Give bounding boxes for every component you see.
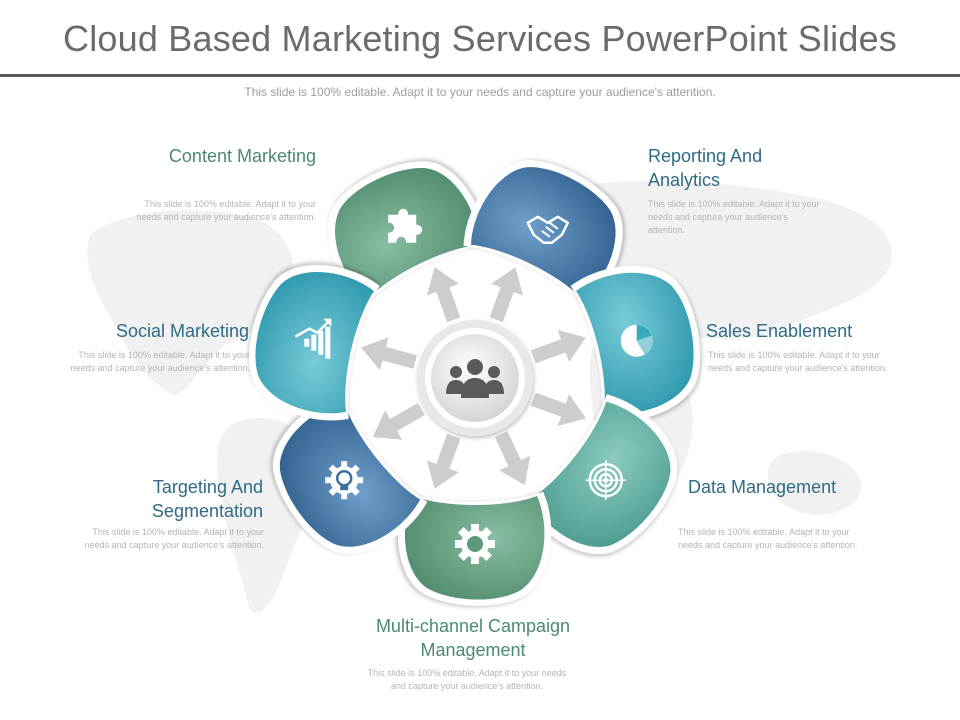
desc-sales-enablement: This slide is 100% editable. Adapt it to… (708, 350, 888, 373)
arrow (361, 337, 417, 371)
desc-multichannel-campaign: This slide is 100% editable. Adapt it to… (367, 668, 567, 691)
desc-data-management: This slide is 100% editable. Adapt it to… (678, 527, 858, 550)
arrow-group (361, 267, 586, 489)
puzzle-icon (388, 208, 423, 243)
label-multichannel-campaign: Multi-channel Campaign Management (375, 616, 571, 660)
arrow (372, 402, 425, 440)
label-data-management: Data Management (688, 477, 837, 497)
label-social-marketing: Social Marketing (115, 321, 249, 341)
label-content-marketing: Content Marketing (168, 146, 316, 166)
title-divider (0, 74, 960, 77)
label-targeting-segmentation: Targeting And Segmentation (151, 477, 263, 521)
people-group-icon (446, 359, 504, 398)
pie-chart-icon (620, 324, 653, 357)
arrow (494, 431, 531, 485)
bar-chart-growth-icon (294, 318, 332, 359)
center-hub (417, 320, 533, 436)
arrow (530, 329, 586, 364)
lightbulb-gear-icon (325, 461, 364, 500)
desc-targeting-segmentation: This slide is 100% editable. Adapt it to… (84, 527, 264, 550)
desc-content-marketing: This slide is 100% editable. Adapt it to… (136, 199, 316, 222)
desc-reporting-analytics: This slide is 100% editable. Adapt it to… (648, 199, 820, 235)
label-sales-enablement: Sales Enablement (706, 321, 853, 341)
target-icon (585, 460, 626, 501)
petal-handshake (463, 160, 623, 306)
arrow (426, 267, 461, 323)
arrow (426, 433, 461, 489)
arrow (530, 392, 586, 427)
petal-target (522, 394, 678, 554)
label-reporting-analytics: Reporting And Analytics (648, 146, 763, 190)
handshake-icon (526, 215, 570, 245)
gear-icon (455, 524, 495, 564)
desc-social-marketing: This slide is 100% editable. Adapt it to… (70, 350, 250, 373)
arrow (489, 267, 524, 323)
slide-title: Cloud Based Marketing Services PowerPoin… (63, 18, 897, 59)
slide-subtitle: This slide is 100% editable. Adapt it to… (244, 85, 716, 99)
